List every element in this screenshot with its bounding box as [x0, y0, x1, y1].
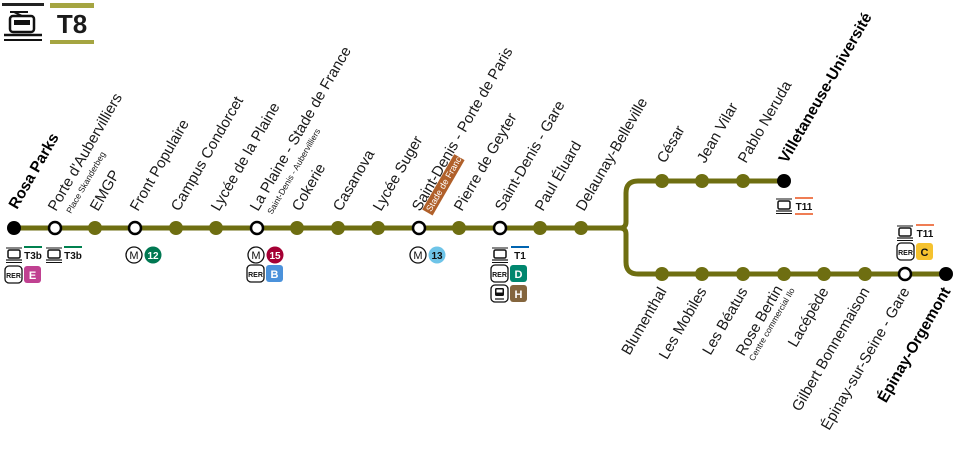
- interchange-dot: [492, 220, 508, 236]
- connections-saint-denis-porte-de-paris: M 13: [409, 246, 446, 264]
- connections-villetaneuse: T11: [775, 197, 813, 215]
- connections-rosa-parks: T3b RER E: [4, 246, 42, 284]
- station-dot: [533, 221, 547, 235]
- svg-text:E: E: [29, 270, 36, 282]
- rer-e-badge: E: [24, 266, 41, 283]
- svg-text:B: B: [271, 269, 279, 281]
- metro-icon: M: [125, 246, 143, 264]
- rer-d-badge: D: [510, 265, 527, 282]
- station-label-porte-aubervilliers: Porte d'Aubervilliers: [45, 90, 126, 214]
- station-label-cesar: César: [654, 123, 689, 166]
- metro-13-badge: 13: [428, 246, 446, 264]
- line-color-bar: [50, 3, 94, 8]
- interchange-dot: [249, 220, 265, 236]
- rer-icon: RER: [896, 242, 915, 261]
- tram-t1-badge: T1: [511, 246, 529, 262]
- station-dot: [574, 221, 588, 235]
- station-labels-lower: Blumenthal Les Mobiles Les Béatus Rose B…: [618, 283, 954, 434]
- station-dot: [371, 221, 385, 235]
- rer-icon: RER: [246, 264, 265, 283]
- interchange-dot: [47, 220, 63, 236]
- svg-text:M: M: [129, 250, 138, 262]
- svg-text:D: D: [515, 269, 523, 281]
- station-dot: [695, 174, 709, 188]
- station-dot: [655, 174, 669, 188]
- station-dot: [736, 267, 750, 281]
- station-dot: [777, 267, 791, 281]
- metro-15-badge: 15: [266, 246, 284, 264]
- connections-porte-aubervilliers: T3b: [45, 246, 82, 264]
- metro-icon: M: [247, 246, 265, 264]
- station-dots: [7, 174, 953, 282]
- rer-b-badge: B: [266, 265, 283, 282]
- svg-text:H: H: [515, 289, 523, 301]
- metro-12-badge: 12: [144, 246, 162, 264]
- svg-text:T3b: T3b: [64, 251, 82, 262]
- svg-text:RER: RER: [6, 273, 21, 280]
- station-dot: [736, 174, 750, 188]
- tram-mode-icon: [4, 11, 42, 41]
- rer-icon: RER: [490, 264, 509, 283]
- station-dot: [88, 221, 102, 235]
- station-label-delaunay-belleville: Delaunay-Belleville: [573, 95, 652, 214]
- terminus-dot: [777, 174, 791, 188]
- header: T8: [2, 3, 94, 44]
- svg-text:M: M: [251, 250, 260, 262]
- rer-icon: RER: [4, 265, 23, 284]
- station-label-campus-condorcet: Campus Condorcet: [168, 93, 248, 214]
- svg-text:RER: RER: [898, 250, 913, 257]
- station-label-epinay-orgemont: Épinay-Orgemont: [875, 285, 955, 406]
- interchange-dot: [411, 220, 427, 236]
- train-icon: [490, 284, 509, 303]
- tram-t11-badge: T11: [795, 197, 813, 215]
- connections-la-plaine: M 15 RER B: [246, 246, 284, 283]
- svg-text:15: 15: [269, 251, 281, 262]
- transilien-h-badge: H: [510, 285, 527, 302]
- station-dot: [290, 221, 304, 235]
- svg-text:RER: RER: [492, 272, 507, 279]
- svg-text:T3b: T3b: [24, 251, 42, 262]
- tram-icon: [896, 225, 914, 242]
- line-name: T8: [57, 9, 87, 39]
- svg-text:T11: T11: [796, 202, 813, 213]
- interchange-dot: [127, 220, 143, 236]
- connections-front-populaire: M 12: [125, 246, 162, 264]
- connections-epinay-gare: T11 RER C: [896, 224, 934, 261]
- svg-text:RER: RER: [248, 272, 263, 279]
- rer-c-badge: C: [916, 243, 933, 260]
- svg-text:C: C: [921, 247, 929, 259]
- tram-icon: [491, 247, 509, 264]
- station-dot: [169, 221, 183, 235]
- svg-text:13: 13: [431, 251, 443, 262]
- station-dot: [452, 221, 466, 235]
- svg-text:T1: T1: [514, 251, 526, 262]
- tram-icon: [45, 247, 63, 264]
- tram-icon: [5, 247, 23, 264]
- station-dot: [209, 221, 223, 235]
- station-dot: [331, 221, 345, 235]
- terminus-dot: [939, 267, 953, 281]
- tram-t3b-badge: T3b: [64, 246, 82, 262]
- tram-t3b-badge: T3b: [24, 246, 42, 262]
- station-dot: [695, 267, 709, 281]
- svg-text:12: 12: [147, 251, 159, 262]
- svg-text:T11: T11: [917, 229, 934, 240]
- tram-icon: [775, 198, 793, 215]
- terminus-dot: [7, 221, 21, 235]
- station-dot: [817, 267, 831, 281]
- connections-saint-denis-gare: T1 RER D H: [490, 246, 529, 303]
- svg-text:M: M: [413, 250, 422, 262]
- station-dot: [655, 267, 669, 281]
- interchange-dot: [897, 266, 913, 282]
- station-dot: [858, 267, 872, 281]
- metro-icon: M: [409, 246, 427, 264]
- tram-t11-badge: T11: [916, 224, 934, 240]
